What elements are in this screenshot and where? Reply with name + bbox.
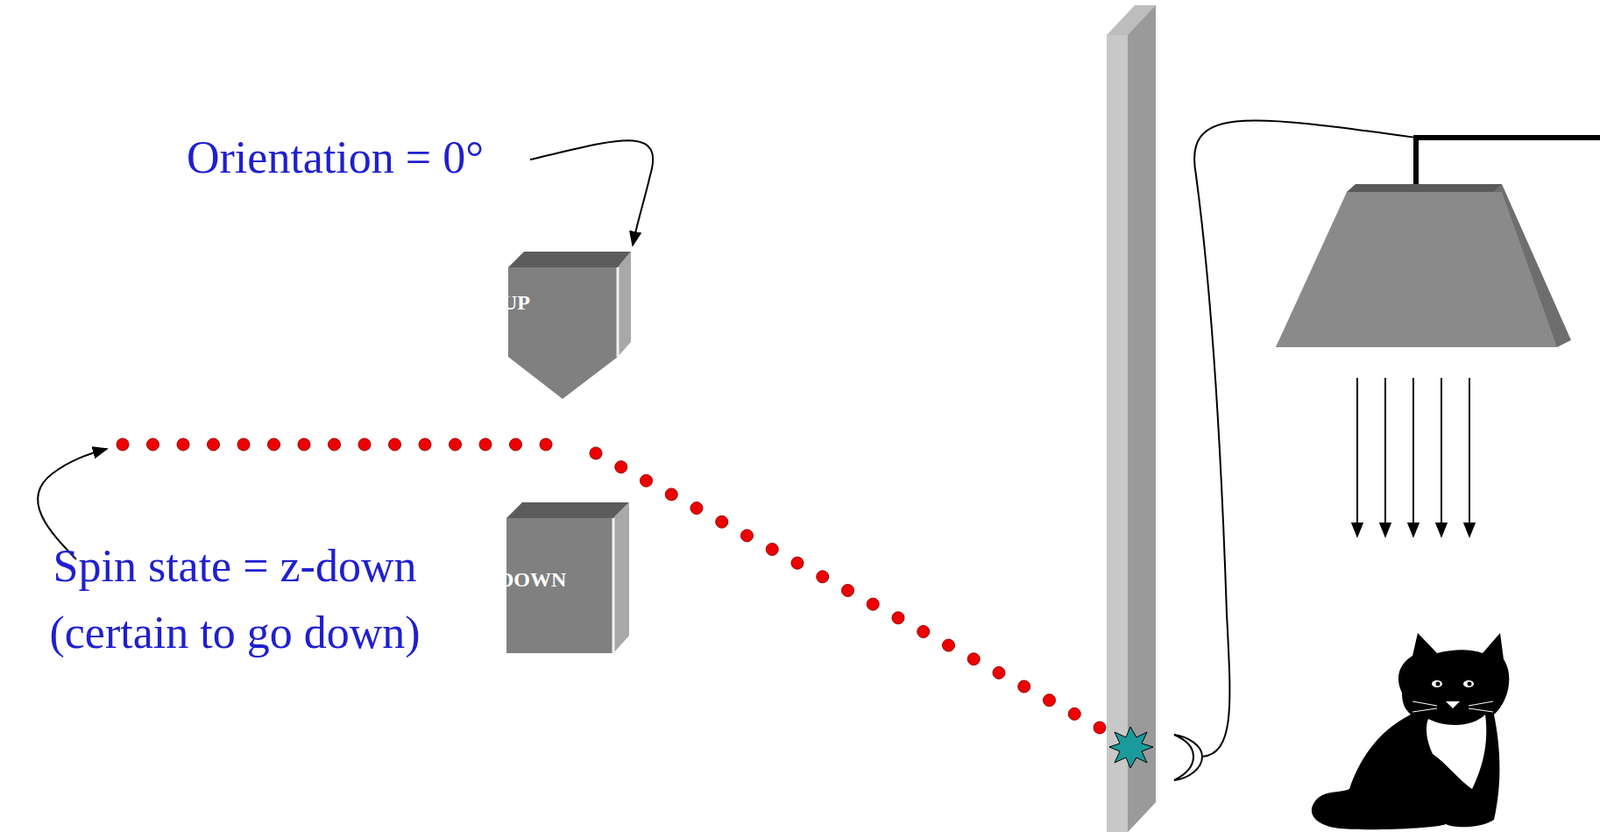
wall-front xyxy=(1106,35,1128,832)
magnet-up: UP xyxy=(508,249,631,399)
magnet-down: DOWN xyxy=(506,502,630,653)
wall-side xyxy=(1127,5,1156,832)
magnet-label: DOWN xyxy=(498,567,567,592)
spin-state-label: Spin state = z-down (certain to go down) xyxy=(7,532,463,666)
impact-flash xyxy=(1109,726,1154,768)
leader-arrow xyxy=(530,140,653,246)
light-rays xyxy=(1357,377,1470,537)
wall xyxy=(1106,5,1156,832)
cat xyxy=(1311,632,1509,829)
magnet-shape xyxy=(508,249,631,399)
lamp-pole xyxy=(1415,137,1600,192)
detector xyxy=(1174,734,1203,780)
magnet-label: UP xyxy=(502,290,531,315)
orientation-label: Orientation = 0° xyxy=(186,124,484,192)
lamp xyxy=(1275,191,1558,347)
lamp-top xyxy=(1346,184,1502,192)
lamp-side xyxy=(1275,184,1572,347)
